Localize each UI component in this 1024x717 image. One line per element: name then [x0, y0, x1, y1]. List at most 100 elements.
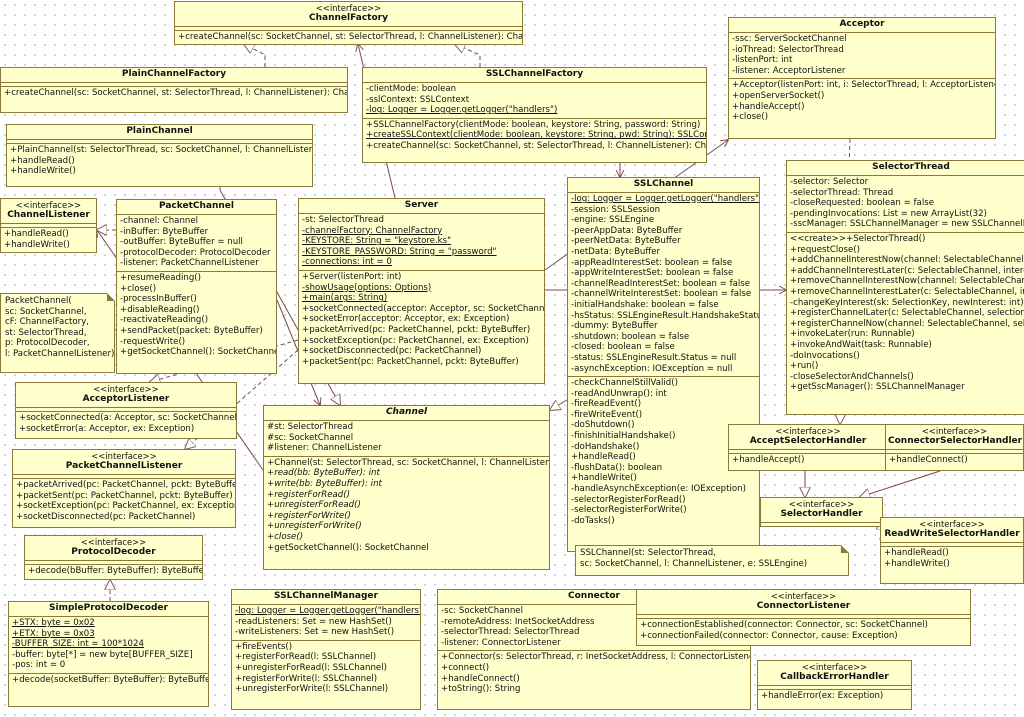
- operation-row: +invokeAndWait(task: Runnable): [790, 339, 932, 350]
- attributes-compartment: -clientMode: boolean-sslContext: SSLCont…: [363, 83, 706, 119]
- class-plain-channel[interactable]: PlainChannel+PlainChannel(st: SelectorTh…: [6, 124, 313, 187]
- class-callback-error-handler[interactable]: <<interface>>CallbackErrorHandler+handle…: [757, 660, 912, 710]
- attribute-row: -appReadInterestSet: boolean = false: [571, 257, 733, 268]
- attribute-row: -hsStatus: SSLEngineResult.HandshakeStat…: [571, 310, 760, 321]
- operation-row: +handleRead(): [571, 452, 636, 463]
- note-line: st: SelectorThread,: [5, 327, 87, 338]
- class-simple-protocol-decoder[interactable]: SimpleProtocolDecoder+STX: byte = 0x02+E…: [8, 601, 209, 707]
- attribute-row: -remoteAddress: InetSocketAddress: [441, 616, 595, 627]
- operation-row: +handleAccept(): [732, 101, 805, 112]
- class-channel[interactable]: Channel #st: SelectorThread#sc: SocketCha…: [263, 405, 550, 570]
- operation-row: +unregisterForRead(l: SSLChannel): [235, 662, 387, 673]
- attribute-row: -listenPort: int: [732, 55, 793, 66]
- class-protocol-decoder[interactable]: <<interface>>ProtocolDecoder +decode(bBuf…: [24, 535, 203, 580]
- operation-row: +close(): [267, 531, 304, 542]
- attribute-row: #sc: SocketChannel: [267, 432, 354, 443]
- class-connector[interactable]: Connector-sc: SocketChannel-remoteAddres…: [437, 589, 751, 710]
- operation-row: +read(bb: ByteBuffer): int: [267, 468, 380, 479]
- attributes-compartment: [886, 450, 1023, 454]
- operation-row: <<create>>+SelectorThread(): [790, 233, 926, 244]
- class-connector-selector-handler[interactable]: <<interface>>ConnectorSelectorHandler+ha…: [885, 424, 1024, 471]
- class-header: SelectorThread: [787, 161, 1024, 176]
- attribute-row: -protocolDecoder: ProtocolDecoder: [120, 247, 271, 258]
- class-header: PlainChannelFactory: [1, 68, 347, 83]
- operation-row: +Server(listenPort: int): [302, 271, 402, 282]
- attribute-row: -sslContext: SSLContext: [366, 94, 470, 105]
- class-selector-thread[interactable]: SelectorThread-selector: Selector-select…: [786, 160, 1024, 415]
- attribute-row: -appWriteInterestSet: boolean = false: [571, 268, 734, 279]
- class-name: PlainChannelFactory: [121, 69, 227, 79]
- note-line: sc: SocketChannel,: [5, 306, 87, 317]
- class-name: ChannelFactory: [309, 13, 388, 23]
- class-channel-listener[interactable]: <<interface>>ChannelListener+handleRead(…: [0, 198, 97, 253]
- class-header: <<interface>>PacketChannelListener: [13, 450, 235, 475]
- class-acceptor-listener[interactable]: <<interface>>AcceptorListener+socketConn…: [15, 382, 237, 439]
- note-sslchannel-ctor-note: SSLChannel(st: SelectorThread,sc: Socket…: [575, 545, 849, 576]
- class-acceptor[interactable]: Acceptor-ssc: ServerSocketChannel-ioThre…: [728, 17, 996, 139]
- operation-row: +registerForRead(l: SSLChannel): [235, 652, 377, 663]
- class-server[interactable]: Server-st: SelectorThread-channelFactory…: [298, 198, 545, 384]
- attributes-compartment: #st: SelectorThread#sc: SocketChannel#li…: [264, 421, 549, 457]
- attribute-row: -asynchException: IOException = null: [571, 363, 733, 374]
- attribute-row: -ioThread: SelectorThread: [732, 44, 844, 55]
- class-header: SimpleProtocolDecoder: [9, 602, 208, 617]
- attribute-row: -engine: SSLEngine: [571, 215, 655, 226]
- operation-row: -doHandshake(): [571, 441, 640, 452]
- operation-row: +handleWrite(): [4, 239, 70, 250]
- operation-row: +decode(bBuffer: ByteBuffer): ByteBuffer: [28, 566, 203, 576]
- class-selector-handler[interactable]: <<interface>>SelectorHandler: [760, 497, 883, 527]
- note-fold-corner: [107, 293, 115, 301]
- stereotype-label: <<interface>>: [80, 537, 147, 547]
- class-packet-channel[interactable]: PacketChannel-channel: Channel-inBuffer:…: [116, 199, 277, 374]
- class-connector-listener[interactable]: <<interface>>ConnectorListener +connectio…: [636, 589, 971, 646]
- attribute-row: -sc: SocketChannel: [441, 606, 523, 616]
- operation-row: -finishInitialHandshake(): [571, 431, 676, 442]
- operation-row: +socketError(a: Acceptor, ex: Exception): [19, 423, 195, 434]
- class-plain-channel-factory[interactable]: PlainChannelFactory+createChannel(sc: So…: [0, 67, 348, 113]
- class-channel-factory[interactable]: <<interface>>ChannelFactory+createChanne…: [174, 1, 523, 45]
- class-sslchannel-manager[interactable]: SSLChannelManager-log: Logger = Logger.g…: [231, 589, 421, 710]
- operation-row: +Acceptor(listenPort: int, i: SelectorTh…: [732, 80, 996, 91]
- class-name: Channel: [385, 407, 428, 417]
- class-accept-selector-handler[interactable]: <<interface>>AcceptSelectorHandler+handl…: [728, 424, 888, 471]
- class-name: AcceptSelectorHandler: [749, 436, 867, 446]
- operation-row: +socketException(pc: PacketChannel, ex: …: [16, 501, 236, 512]
- operation-row: +sendPacket(packet: ByteBuffer): [120, 325, 263, 336]
- stereotype-label: <<interface>>: [91, 451, 157, 461]
- operation-row: +getSocketChannel(): SocketChannel: [267, 542, 429, 553]
- operation-row: -handleAsynchException(e: IOException): [571, 484, 746, 495]
- operations-compartment: +socketConnected(a: Acceptor, sc: Socket…: [16, 412, 236, 436]
- class-header: <<interface>>ReadWriteSelectorHandler: [881, 518, 1023, 543]
- class-name: ConnectorListener: [756, 601, 851, 611]
- note-line: p: ProtocolDecoder,: [5, 338, 90, 349]
- operation-row: +socketError(acceptor: Acceptor, ex: Exc…: [302, 314, 510, 325]
- attribute-row: -channel: Channel: [120, 216, 199, 226]
- class-name: SSLChannel: [633, 179, 694, 189]
- class-sslchannel-factory[interactable]: SSLChannelFactory-clientMode: boolean-ss…: [362, 67, 707, 163]
- class-read-write-selector-handler[interactable]: <<interface>>ReadWriteSelectorHandler+ha…: [880, 517, 1024, 584]
- operation-row: -flushData(): boolean: [571, 462, 663, 473]
- operation-row: +handleRead(): [4, 229, 69, 239]
- operation-row: +registerForWrite(l: SSLChannel): [235, 673, 378, 684]
- operation-row: -reactivateReading(): [120, 315, 209, 326]
- stereotype-label: <<interface>>: [770, 591, 837, 601]
- operations-compartment: -checkChannelStillValid()-readAndUnwrap(…: [568, 377, 759, 528]
- operation-row: +socketDisconnected(pc: PacketChannel): [302, 346, 482, 357]
- operation-row: +connectionFailed(connector: Connector, …: [640, 630, 898, 641]
- operation-row: +createSSLContext(clientMode: boolean, k…: [366, 130, 707, 141]
- class-packet-channel-listener[interactable]: <<interface>>PacketChannelListener +packe…: [12, 449, 236, 528]
- operation-row: +connectionEstablished(connector: Connec…: [640, 620, 928, 630]
- attribute-row: -shutdown: boolean = false: [571, 331, 690, 342]
- class-name: Acceptor: [839, 19, 885, 29]
- operation-row: -checkChannelStillValid(): [571, 378, 678, 389]
- attributes-compartment: [758, 686, 911, 690]
- operations-compartment: +packetArrived(pc: PacketChannel, pckt: …: [13, 479, 235, 524]
- class-name: PacketChannelListener: [65, 461, 183, 471]
- class-sslchannel[interactable]: SSLChannel-log: Logger = Logger.getLogge…: [567, 177, 760, 552]
- operation-row: +handleError(ex: Exception): [761, 691, 884, 701]
- operation-row: +main(args: String): [302, 293, 388, 304]
- class-header: <<interface>>ProtocolDecoder: [25, 536, 202, 561]
- stereotype-label: <<interface>>: [93, 384, 159, 394]
- note-line: l: PacketChannelListener): [5, 348, 115, 359]
- attributes-compartment: -sc: SocketChannel-remoteAddress: InetSo…: [438, 605, 750, 652]
